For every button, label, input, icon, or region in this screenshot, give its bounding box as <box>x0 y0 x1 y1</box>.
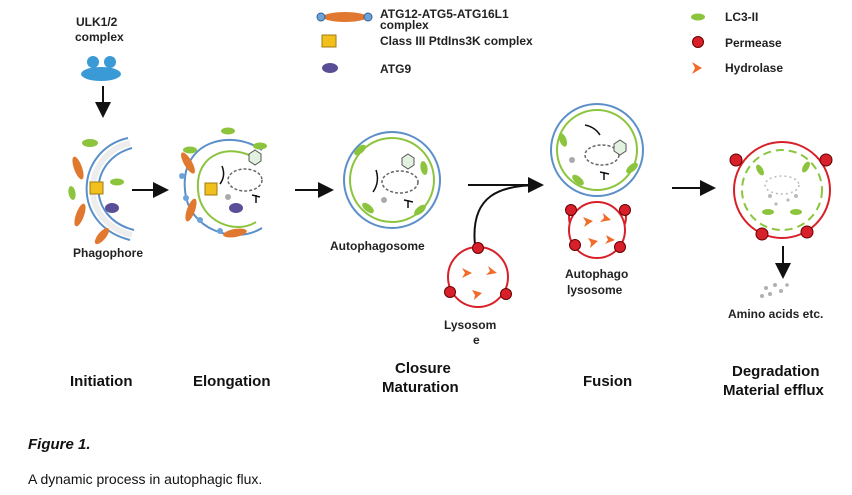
ulk-label-line2: complex <box>75 30 124 44</box>
stage-degradation: Degradation <box>732 363 820 380</box>
legend-hydrolase-label: Hydrolase <box>725 61 784 75</box>
lysosome-label-line1: Lysosom <box>444 318 497 332</box>
stage-elongation: Elongation <box>193 373 271 390</box>
autolysosome-label-line2: lysosome <box>567 283 623 297</box>
hydrolase-chevron-icon <box>692 62 702 74</box>
ulk-label-line1: ULK1/2 <box>76 15 118 29</box>
atg9-ellipse-icon <box>322 63 338 73</box>
atg12-complex-icon <box>316 12 373 22</box>
amino-acids-label: Amino acids etc. <box>728 307 824 321</box>
legend-permease-label: Permease <box>725 36 782 50</box>
permease-dot-icon <box>692 36 704 48</box>
figure-title: Figure 1. <box>28 436 91 453</box>
amino-acid-dots <box>760 283 789 298</box>
legend-class3-label: Class III PtdIns3K complex <box>380 34 533 48</box>
lysosome-label-line2: e <box>473 333 480 347</box>
phagophore-label: Phagophore <box>73 246 144 260</box>
phagophore <box>68 137 135 245</box>
stage-fusion: Fusion <box>583 373 633 390</box>
stage-closure: Closure <box>395 360 451 377</box>
class3-square-icon <box>321 34 337 48</box>
elongation-structure <box>179 127 267 238</box>
legend-lc3-label: LC3-II <box>725 10 759 24</box>
autolysosome-label-line1: Autophago <box>565 267 629 281</box>
legend-atg12-label: ATG12-ATG5-ATG16L1 complex <box>380 7 509 32</box>
stage-initiation: Initiation <box>70 373 133 390</box>
lc3-leaf-icon <box>691 13 705 21</box>
stage-efflux: Material efflux <box>723 382 824 399</box>
stage-maturation: Maturation <box>382 379 459 396</box>
lysosome <box>444 242 512 308</box>
figure-caption: A dynamic process in autophagic flux. <box>28 471 263 487</box>
ulk-complex <box>81 56 121 81</box>
legend-atg9-label: ATG9 <box>380 62 412 76</box>
degradation-structure <box>729 141 833 241</box>
arrow-fusion <box>473 177 544 246</box>
autophagosome <box>343 131 441 229</box>
autophagosome-label: Autophagosome <box>330 239 425 253</box>
autolysosome <box>550 103 644 259</box>
